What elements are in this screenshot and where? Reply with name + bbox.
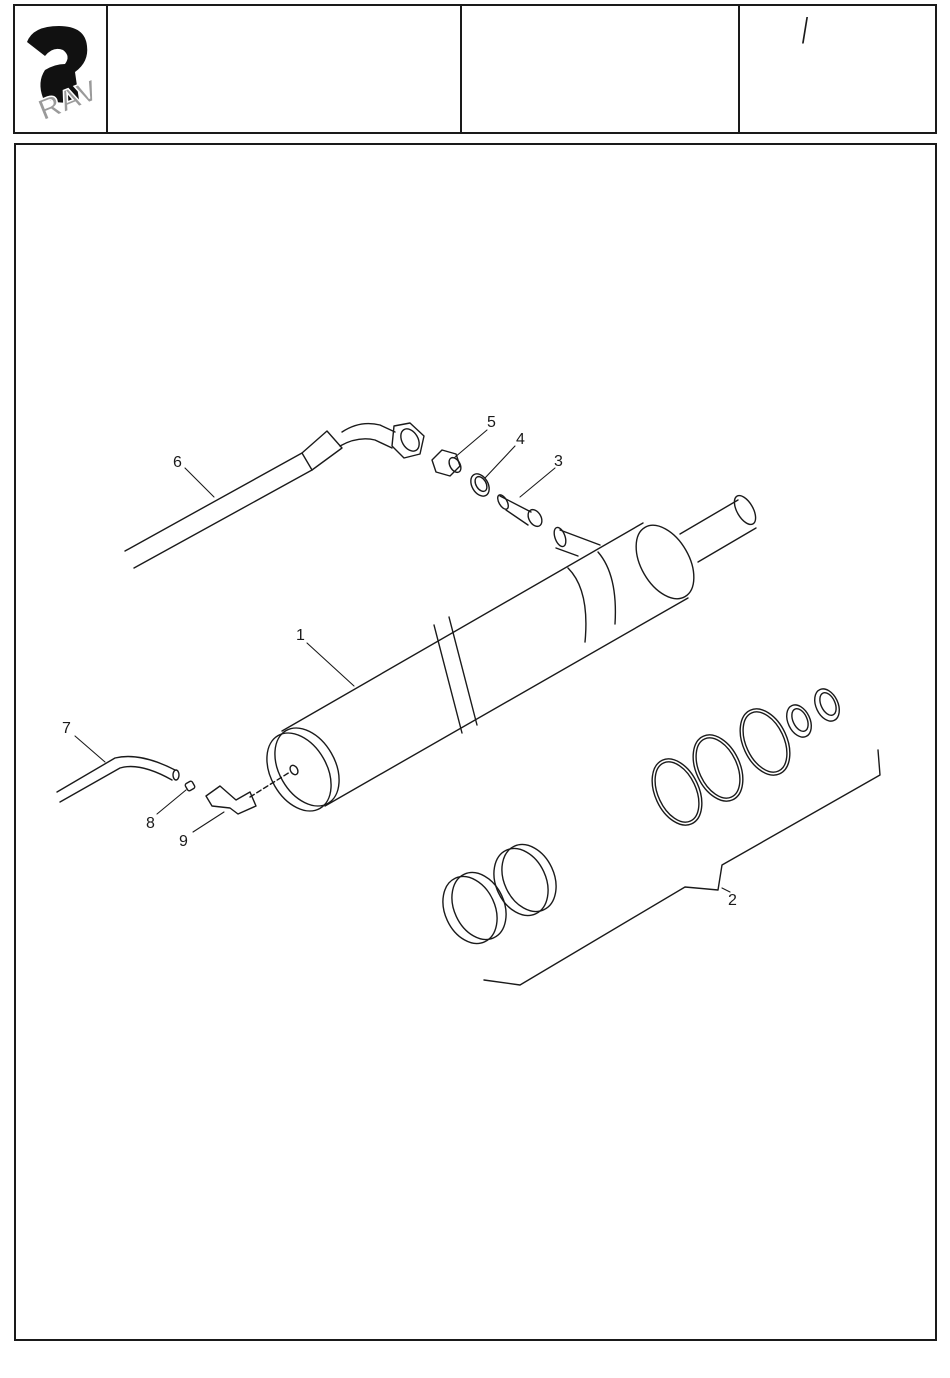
callout-4: 4	[516, 431, 525, 448]
callout-9: 9	[179, 833, 188, 850]
callout-7: 7	[62, 720, 71, 737]
seal-kit-part-2	[433, 685, 880, 985]
seal-part-4	[467, 471, 493, 500]
hose-part-6	[125, 423, 424, 568]
callout-8: 8	[146, 815, 155, 832]
callout-1: 1	[296, 627, 305, 644]
callout-3: 3	[554, 453, 563, 470]
cylinder-part-1	[254, 492, 760, 822]
fitting-part-3	[496, 493, 545, 529]
elbow-part-9	[206, 772, 290, 814]
callout-numbers: 1 2 3 4 5 6 7 8 9	[62, 414, 737, 909]
callout-6: 6	[173, 454, 182, 471]
callout-5: 5	[487, 414, 496, 431]
tube-part-7	[57, 757, 179, 803]
callout-2: 2	[728, 892, 737, 909]
